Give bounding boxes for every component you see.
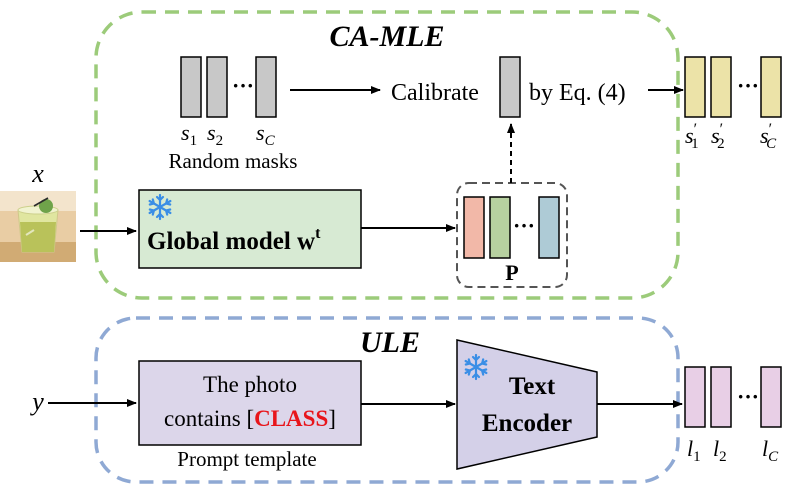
ule-title: ULE [360,326,420,359]
calibrated-label-1: s′1 [685,121,699,152]
output-bar-l2 [710,366,732,428]
p-ellipsis: ··· [513,213,535,238]
output-bar-l1 [684,366,706,428]
output-bar-lC [760,366,782,428]
input-y-label: y [29,387,44,416]
mask-label-sC: sC [256,120,276,149]
random-masks-label: Random masks [169,149,298,173]
text-encoder-line-2: Encoder [482,410,572,437]
mask-label-s2: s2 [207,120,223,149]
random-mask-bars: ··· [180,56,277,118]
output-label-l1: l1 [687,436,701,465]
mask-bar-s2 [206,56,228,118]
output-ellipsis: ··· [737,384,759,409]
prompt-template-label: Prompt template [177,447,316,471]
prompt-line-1: The photo [203,372,297,397]
calibrated-ellipsis: ··· [737,73,759,98]
calibrated-label-2: s′2 [711,121,725,152]
calibrated-bar-1 [684,56,706,118]
calibrate-bar [499,56,521,118]
text-encoder-line-1: Text [509,373,556,400]
calibrate-label: Calibrate [391,80,479,106]
p-label: P [505,260,518,285]
output-label-lC: lC [762,436,779,465]
mask-ellipsis: ··· [232,73,254,98]
output-label-l2: l2 [713,436,727,465]
text-encoder-trapezoid [456,339,598,470]
p-bar-1 [463,196,485,259]
mask-label-s1: s1 [181,120,197,149]
p-bar-3 [538,196,560,259]
calibrated-bar-2 [710,56,732,118]
calibrated-bars: ··· [684,56,782,118]
prompt-template-box [138,360,362,446]
glass-photo-icon [0,191,76,262]
camle-title: CA-MLE [329,20,444,53]
calibrated-label-C: s′C [760,121,777,152]
p-bar-2 [489,196,511,259]
by-eq-label: by Eq. (4) [529,80,626,106]
mask-bar-s1 [180,56,202,118]
calibrated-bar-C [760,56,782,118]
input-x-label: x [31,159,44,188]
prompt-line-2: contains [CLASS] [164,406,336,431]
ule-output-bars: ··· [684,366,782,428]
mask-bar-sC [255,56,277,118]
global-model-label: Global model wt [147,225,321,255]
